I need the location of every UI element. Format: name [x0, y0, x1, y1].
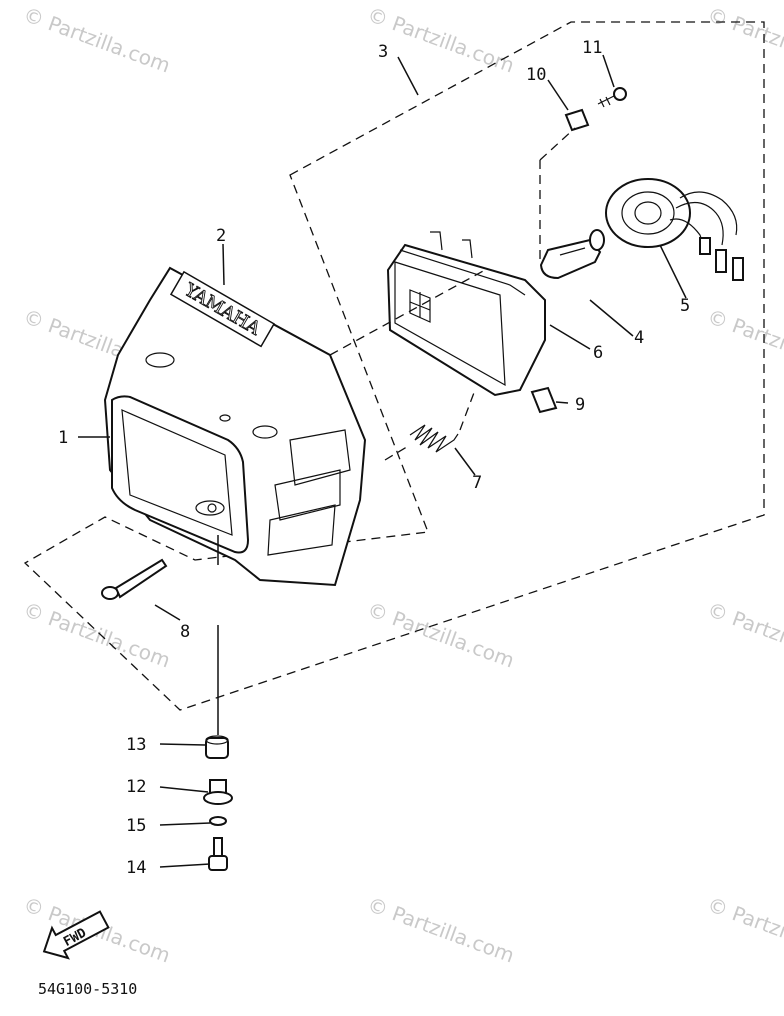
callout-7: 7 [472, 473, 482, 493]
watermark: © Partzilla.com [20, 597, 173, 672]
callout-5: 5 [680, 296, 690, 316]
damper-13 [205, 735, 229, 759]
bolt-14 [208, 837, 228, 871]
callout-6: 6 [593, 343, 603, 363]
washer-15 [209, 816, 227, 826]
watermark: © Partzilla.com [364, 892, 517, 967]
callout-14: 14 [126, 858, 146, 878]
watermark: © Partzilla.com [704, 892, 784, 967]
leader-lines [78, 54, 687, 868]
socket-boot [605, 178, 744, 281]
callout-13: 13 [126, 735, 146, 755]
callout-10: 10 [526, 65, 546, 85]
adjusting-spring [409, 424, 459, 453]
assembly-3-boundary [23, 21, 765, 711]
callout-11: 11 [582, 38, 602, 58]
callout-1: 1 [58, 428, 68, 448]
watermark: © Partzilla.com [704, 597, 784, 672]
watermark: © Partzilla.com [364, 597, 517, 672]
clip-nut [564, 108, 590, 132]
adjust-clip [530, 386, 558, 414]
watermark: © Partzilla.com [20, 2, 173, 77]
callout-15: 15 [126, 816, 146, 836]
diagram-code: 54G100-5310 [38, 980, 137, 998]
callout-3: 3 [378, 42, 388, 62]
callout-2: 2 [216, 226, 226, 246]
callout-9: 9 [575, 395, 585, 415]
callout-12: 12 [126, 777, 146, 797]
watermark: © Partzilla.com [704, 2, 784, 77]
callout-8: 8 [180, 622, 190, 642]
watermark: © Partzilla.com [704, 304, 784, 379]
screw-11 [597, 87, 627, 108]
callout-4: 4 [634, 328, 644, 348]
watermark: © Partzilla.com [364, 2, 517, 77]
headlight-cover: YAMAHA [103, 266, 367, 587]
bolt-8 [101, 558, 168, 600]
headlight-unit [386, 231, 546, 397]
callout-labels: 1 2 3 4 5 6 7 8 9 10 11 12 13 14 15 [58, 38, 690, 878]
collar-12 [203, 779, 233, 805]
bulb [539, 229, 605, 280]
